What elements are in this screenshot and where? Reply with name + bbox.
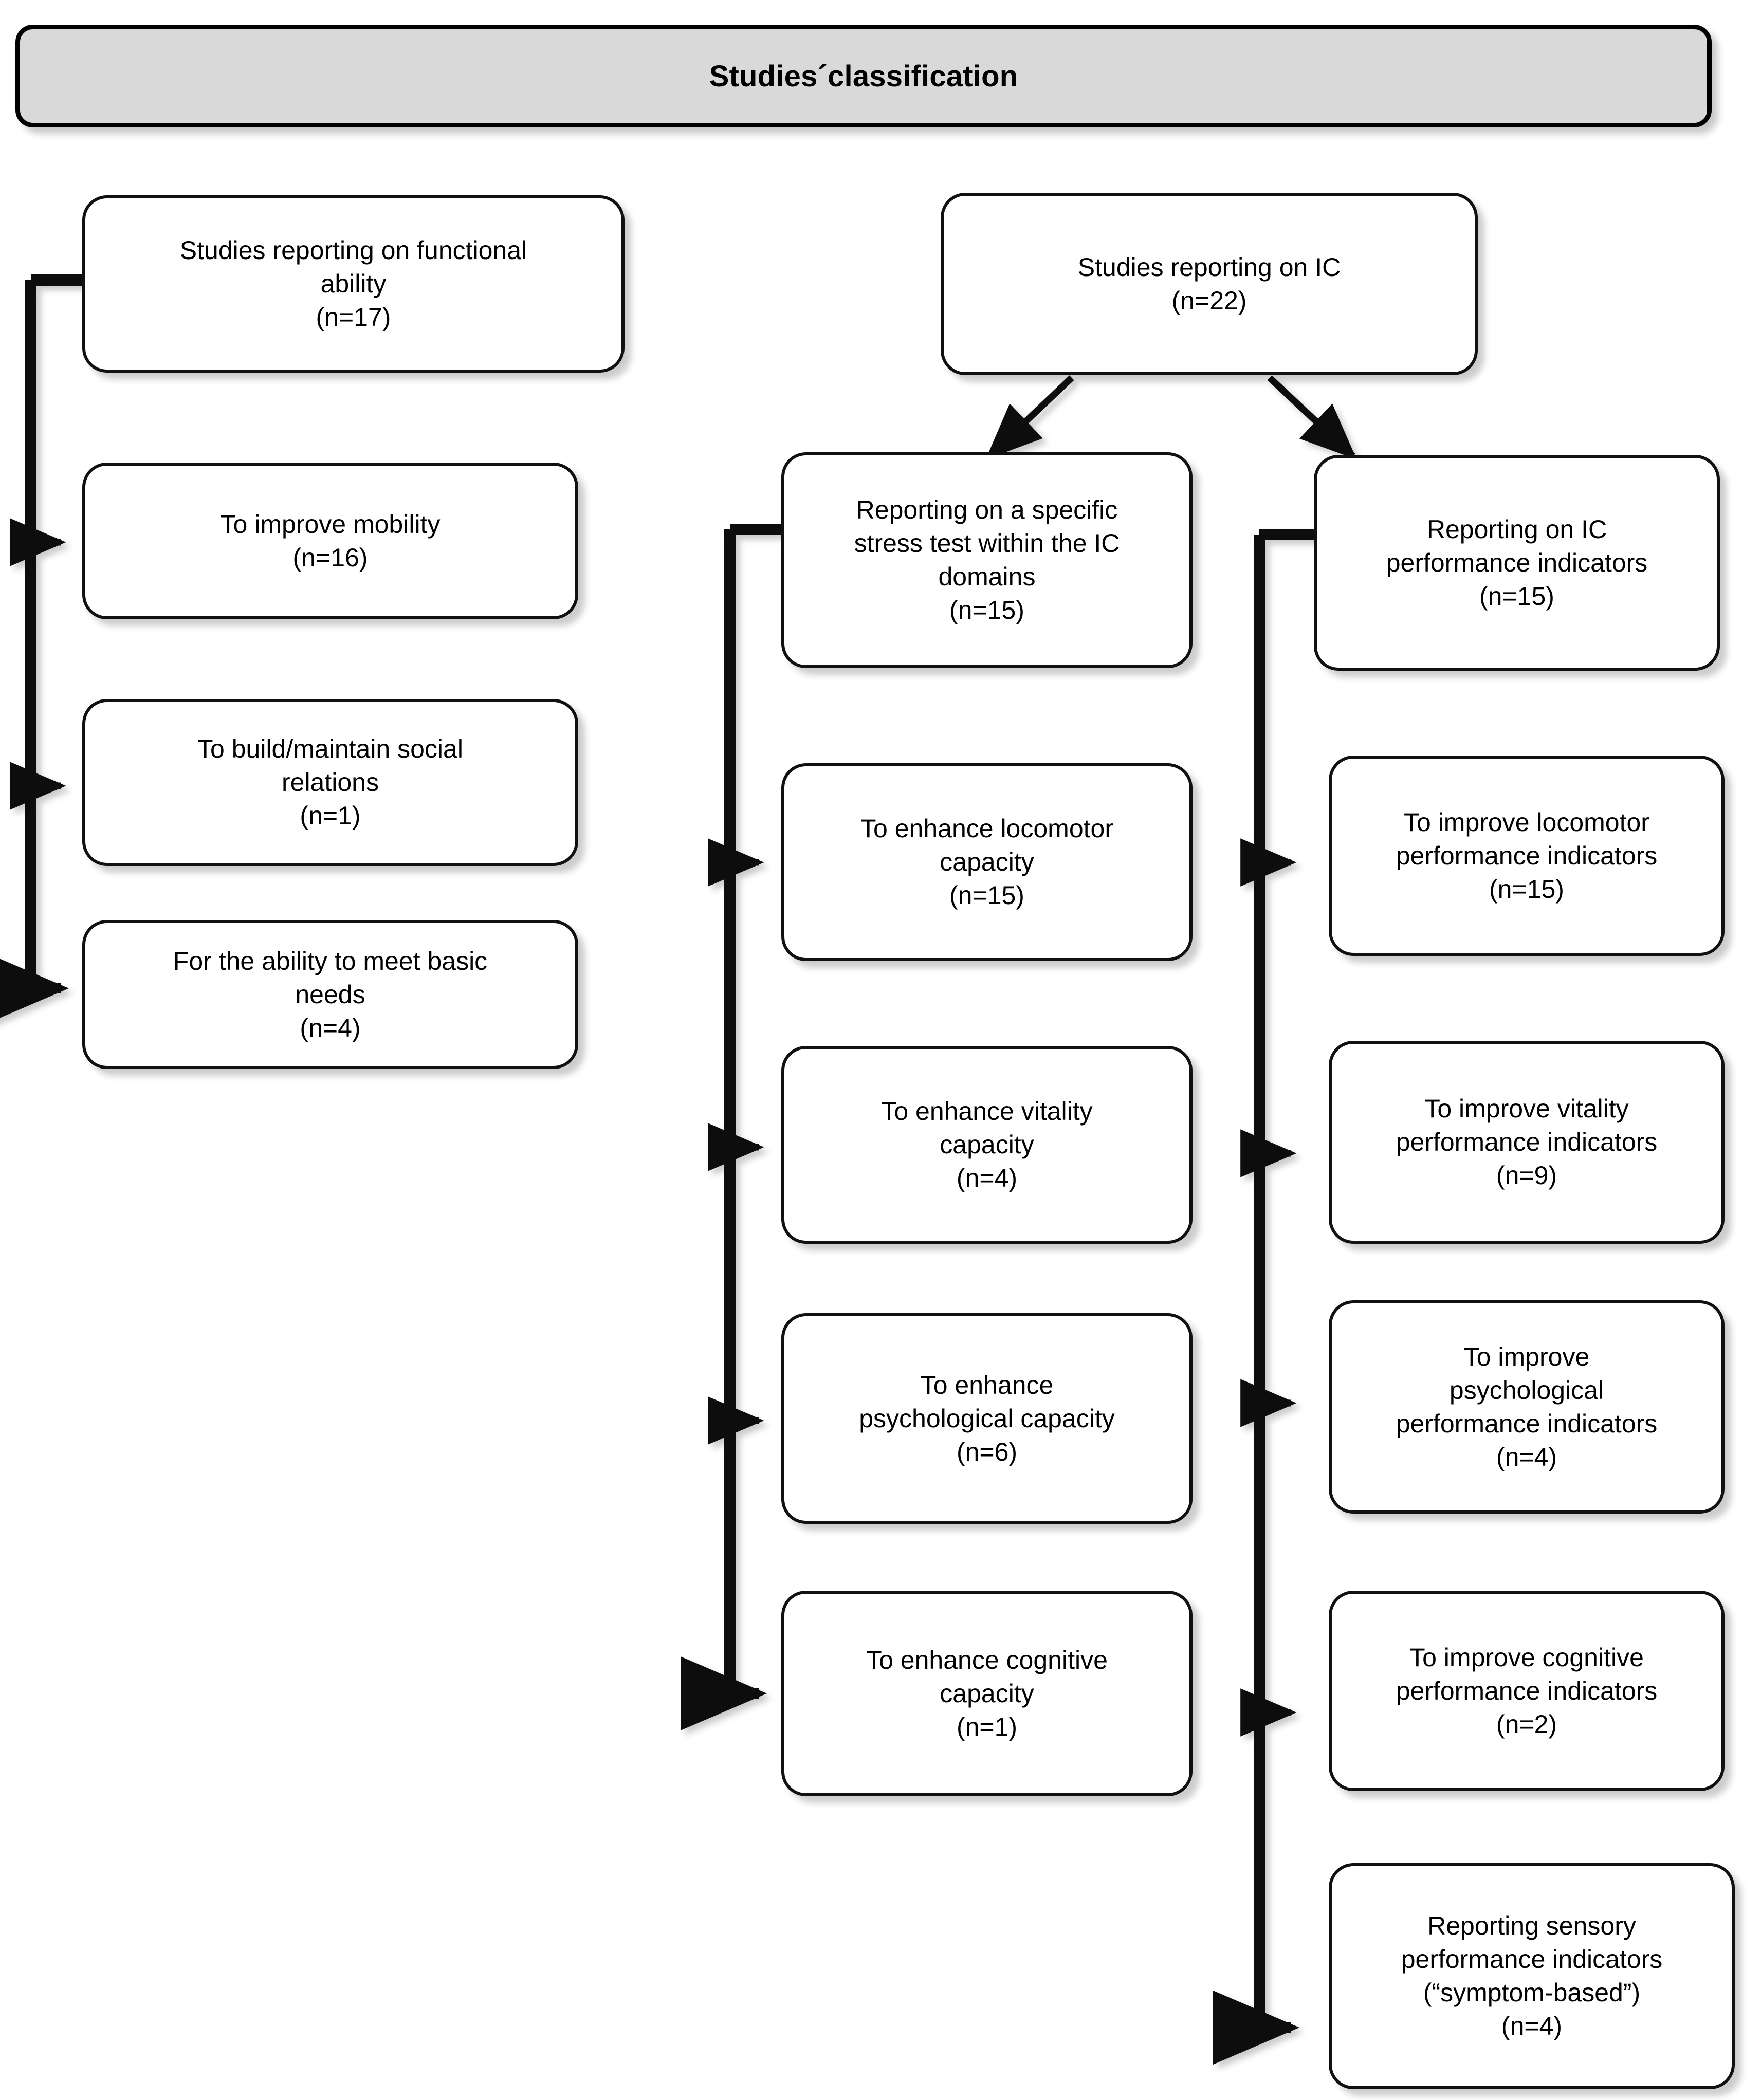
node-sensory-indicators[interactable]: Reporting sensory performance indicators… <box>1329 1863 1735 2089</box>
node-enhance-vitality-label: To enhance vitality capacity (n=4) <box>881 1097 1093 1192</box>
node-enhance-cognitive-label: To enhance cognitive capacity (n=1) <box>866 1645 1108 1741</box>
node-stress-test[interactable]: Reporting on a specific stress test with… <box>781 452 1193 668</box>
page-title-banner: Studies´classification <box>15 25 1712 127</box>
node-sensory-indicators-label: Reporting sensory performance indicators… <box>1401 1911 1663 2040</box>
node-enhance-locomotor-label: To enhance locomotor capacity (n=15) <box>860 814 1113 910</box>
node-basic-needs-label: For the ability to meet basic needs (n=4… <box>173 946 488 1042</box>
node-studies-reporting-ic-label: Studies reporting on IC (n=22) <box>1077 252 1341 315</box>
node-enhance-psychological[interactable]: To enhance psychological capacity (n=6) <box>781 1313 1193 1524</box>
node-enhance-vitality[interactable]: To enhance vitality capacity (n=4) <box>781 1046 1193 1244</box>
node-improve-mobility[interactable]: To improve mobility (n=16) <box>82 463 578 619</box>
node-improve-locomotor-label: To improve locomotor performance indicat… <box>1396 807 1658 904</box>
node-ic-performance-indicators-label: Reporting on IC performance indicators (… <box>1386 514 1648 611</box>
node-social-relations-label: To build/maintain social relations (n=1) <box>197 734 463 830</box>
node-stress-test-label: Reporting on a specific stress test with… <box>854 495 1120 624</box>
page-title: Studies´classification <box>709 59 1018 93</box>
node-improve-vitality-label: To improve vitality performance indicato… <box>1396 1094 1658 1190</box>
node-basic-needs[interactable]: For the ability to meet basic needs (n=4… <box>82 920 578 1069</box>
node-enhance-psychological-label: To enhance psychological capacity (n=6) <box>859 1370 1115 1466</box>
node-enhance-cognitive[interactable]: To enhance cognitive capacity (n=1) <box>781 1591 1193 1796</box>
node-studies-reporting-ic[interactable]: Studies reporting on IC (n=22) <box>941 193 1478 375</box>
node-improve-psychological[interactable]: To improve psychological performance ind… <box>1329 1300 1725 1514</box>
node-functional-ability[interactable]: Studies reporting on functional ability … <box>82 195 625 373</box>
node-improve-mobility-label: To improve mobility (n=16) <box>220 509 441 572</box>
node-improve-psychological-label: To improve psychological performance ind… <box>1396 1342 1658 1471</box>
node-enhance-locomotor[interactable]: To enhance locomotor capacity (n=15) <box>781 763 1193 961</box>
node-social-relations[interactable]: To build/maintain social relations (n=1) <box>82 699 578 866</box>
node-improve-locomotor[interactable]: To improve locomotor performance indicat… <box>1329 756 1725 956</box>
node-improve-vitality[interactable]: To improve vitality performance indicato… <box>1329 1041 1725 1244</box>
node-ic-performance-indicators[interactable]: Reporting on IC performance indicators (… <box>1314 455 1720 671</box>
node-improve-cognitive-label: To improve cognitive performance indicat… <box>1396 1643 1658 1739</box>
node-functional-ability-label: Studies reporting on functional ability … <box>179 236 527 331</box>
node-improve-cognitive[interactable]: To improve cognitive performance indicat… <box>1329 1591 1725 1791</box>
